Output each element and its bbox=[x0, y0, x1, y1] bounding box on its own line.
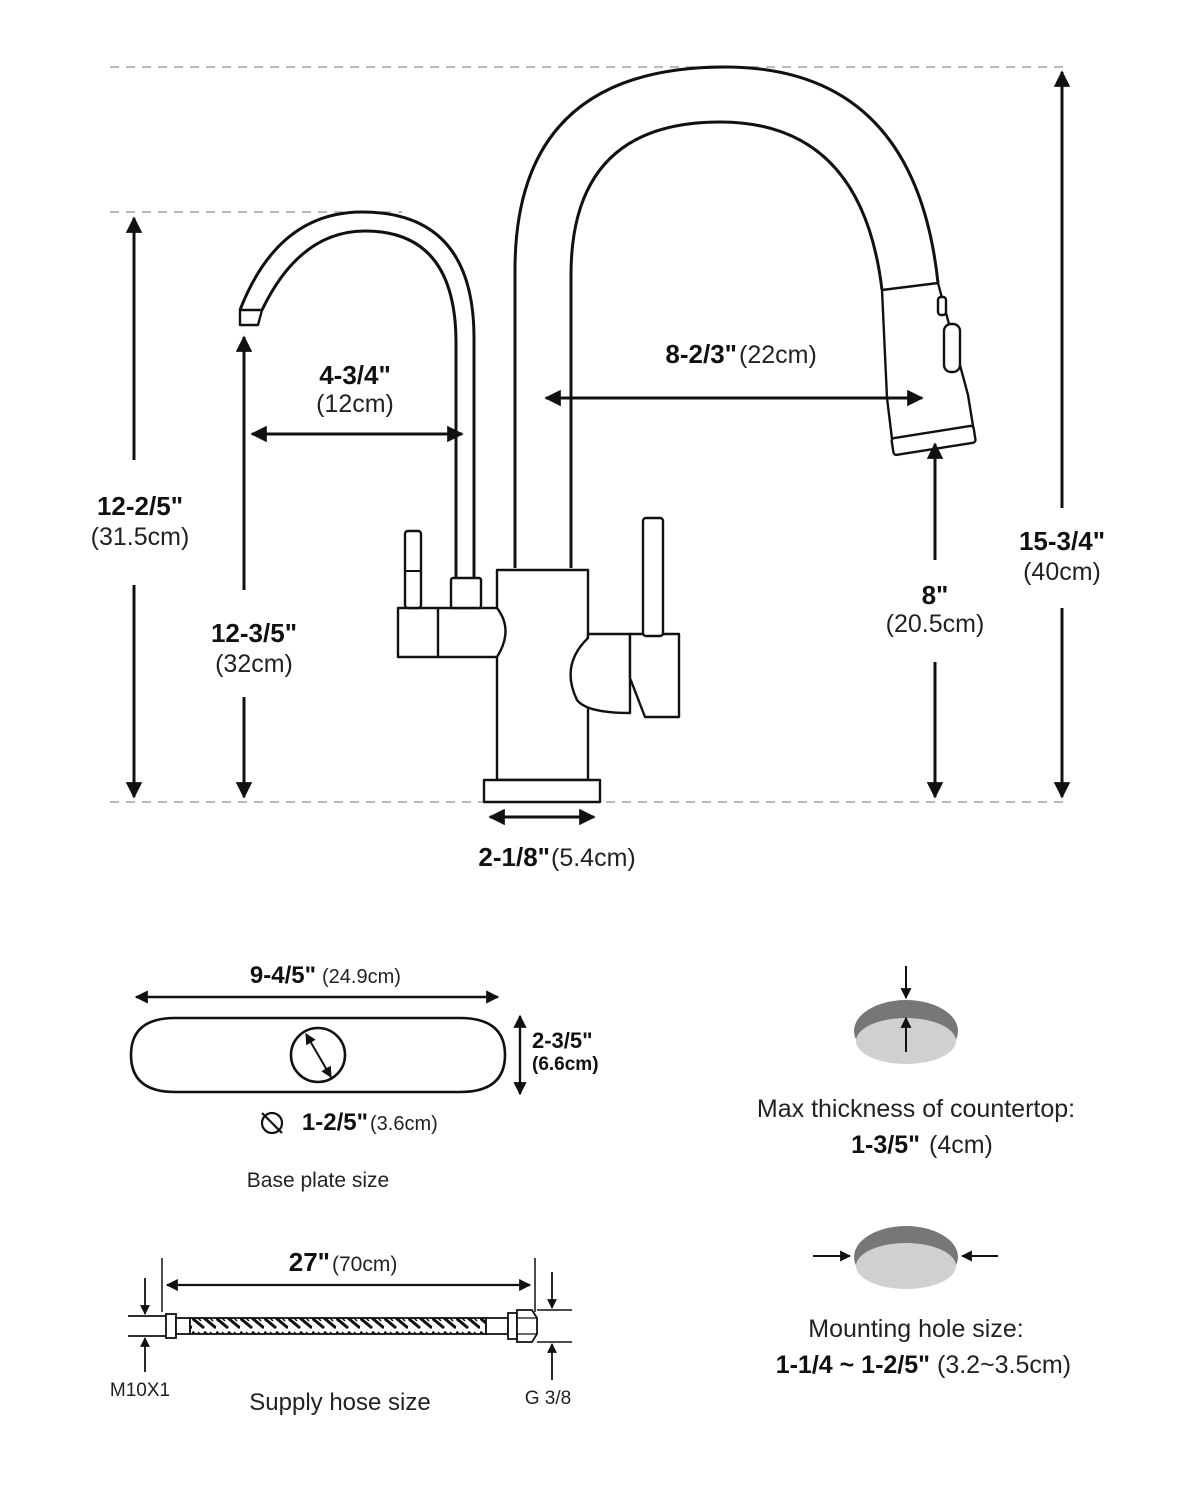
left-thread-label: M10X1 bbox=[110, 1380, 170, 1401]
hose-right-fitting bbox=[485, 1309, 572, 1343]
hose-length-metric: (70cm) bbox=[332, 1253, 397, 1276]
filter-spout-inner bbox=[238, 210, 476, 578]
mixer-valve bbox=[569, 632, 632, 715]
mounting-hole-imperial: 1-1/4 ~ 1-2/5" bbox=[776, 1351, 930, 1379]
filter-lever bbox=[403, 529, 423, 610]
base-plate-hole-arrow bbox=[305, 1033, 332, 1078]
supply-hose-section: 27" (70cm) M10X1 G 3/8 S bbox=[110, 1247, 572, 1416]
filter-reach-imperial: 4-3/4" bbox=[319, 360, 391, 390]
countertop-metric: (4cm) bbox=[929, 1131, 993, 1159]
spout-reach-imperial: 8-2/3" bbox=[665, 339, 737, 369]
base-plate-width-metric: (24.9cm) bbox=[322, 966, 401, 988]
countertop-label: Max thickness of countertop: bbox=[757, 1095, 1075, 1123]
base-plate-hole-imperial: 1-2/5" bbox=[302, 1109, 368, 1136]
base-plate-section: 9-4/5" (24.9cm) 2-3/5" (6.6cm) 1-2/5" (3… bbox=[129, 962, 599, 1192]
faucet-base bbox=[482, 778, 602, 804]
mixer-lever bbox=[641, 516, 665, 638]
filter-faucet bbox=[238, 210, 476, 578]
base-plate-height-metric: (6.6cm) bbox=[532, 1054, 599, 1075]
filter-spout-height-metric: (32cm) bbox=[215, 650, 293, 678]
hose-left-fitting bbox=[128, 1313, 191, 1339]
total-height-metric: (40cm) bbox=[1023, 558, 1101, 586]
braided-hose bbox=[189, 1317, 487, 1335]
spout-inner-curve bbox=[569, 120, 884, 568]
mixer-handle bbox=[628, 632, 681, 719]
filter-height-metric: (31.5cm) bbox=[91, 523, 190, 551]
base-width-metric: (5.4cm) bbox=[551, 844, 636, 872]
diameter-icon bbox=[260, 1111, 284, 1135]
hose-caption: Supply hose size bbox=[249, 1389, 430, 1416]
spout-height-imperial: 8" bbox=[922, 580, 949, 610]
filter-reach-metric: (12cm) bbox=[316, 390, 394, 418]
hose-length-imperial: 27" bbox=[289, 1247, 330, 1277]
spray-button bbox=[942, 322, 962, 374]
right-thread-label: G 3/8 bbox=[525, 1388, 571, 1409]
spray-button-top bbox=[936, 295, 948, 317]
filter-spout-tip bbox=[238, 308, 264, 327]
mounting-hole-metric: (3.2~3.5cm) bbox=[937, 1351, 1071, 1379]
spout-outer-curve bbox=[513, 65, 940, 568]
countertop-imperial: 1-3/5" bbox=[851, 1131, 920, 1159]
base-plate-caption: Base plate size bbox=[247, 1169, 389, 1192]
countertop-section: Max thickness of countertop: 1-3/5" (4cm… bbox=[757, 966, 1075, 1159]
base-width-imperial: 2-1/8" bbox=[478, 842, 550, 872]
filter-spout-height-imperial: 12-3/5" bbox=[211, 618, 297, 648]
filter-height-imperial: 12-2/5" bbox=[97, 491, 183, 521]
main-faucet bbox=[396, 65, 977, 804]
filter-valve bbox=[396, 606, 507, 659]
base-plate-height-imperial: 2-3/5" bbox=[532, 1028, 593, 1053]
filter-spout-collar bbox=[449, 576, 483, 610]
mounting-hole-section: Mounting hole size: 1-1/4 ~ 1-2/5" (3.2~… bbox=[776, 1226, 1071, 1379]
base-plate-width-imperial: 9-4/5" bbox=[250, 962, 316, 989]
base-plate-hole-metric: (3.6cm) bbox=[370, 1113, 438, 1135]
spout-height-metric: (20.5cm) bbox=[886, 610, 985, 638]
faucet-drawing: 15-3/4" (40cm) 8" (20.5cm) 8-2/3" (22cm)… bbox=[91, 65, 1105, 872]
mounting-hole-label: Mounting hole size: bbox=[808, 1315, 1023, 1343]
mounting-hole-floor bbox=[856, 1243, 956, 1289]
total-height-imperial: 15-3/4" bbox=[1019, 526, 1105, 556]
spout-reach-metric: (22cm) bbox=[739, 341, 817, 369]
filter-spout-outer bbox=[260, 229, 458, 578]
